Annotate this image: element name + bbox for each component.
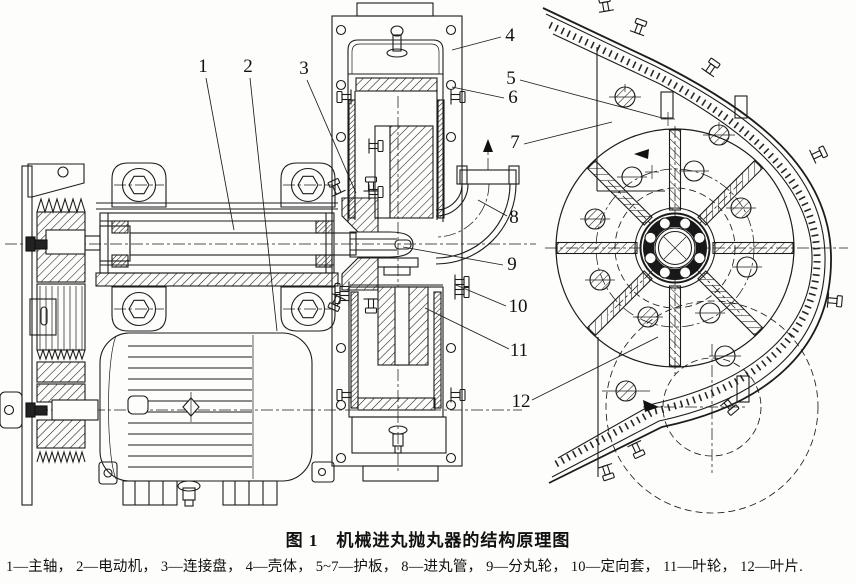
callout-12: 12 [512, 391, 531, 412]
housing-plate [331, 2, 466, 482]
belt-pulley-assembly [0, 163, 131, 506]
electric-motor [98, 332, 335, 507]
motor-fins [128, 345, 252, 468]
callout-1: 1 [198, 56, 208, 77]
legend-item-12: 12—叶片. [740, 559, 803, 575]
callout-2: 2 [243, 56, 253, 77]
callout-3: 3 [299, 58, 309, 79]
bearing-housing [95, 162, 357, 332]
callout-8: 8 [509, 207, 519, 228]
callout-5: 5 [506, 68, 516, 89]
legend-item-11: 11—叶轮， [663, 559, 737, 575]
legend-item-4: 4—壳体， [245, 559, 312, 575]
housing-liner-upper [347, 25, 445, 222]
impeller-wheel [555, 128, 795, 368]
disc-bolt-holes [580, 160, 762, 328]
hub-bearing [634, 207, 716, 289]
callout-11: 11 [510, 340, 528, 361]
impeller-blades [556, 129, 794, 367]
figure-legend: 1—主轴， 2—电动机， 3—连接盘， 4—壳体， 5~7—护板， 8—进丸管，… [6, 555, 854, 576]
legend-item-10: 10—定向套， [570, 559, 660, 575]
callout-leaders [205, 36, 667, 401]
housing-liner-lower [348, 286, 447, 454]
legend-item-8: 8—进丸管， [401, 559, 483, 575]
plate-bolt-hole [602, 380, 650, 402]
callout-9: 9 [507, 254, 517, 275]
callout-6: 6 [508, 87, 518, 108]
legend-item-5-7: 5~7—护板， [315, 559, 398, 575]
callout-labels: 1 2 3 4 5 6 7 8 9 10 11 12 [198, 25, 530, 412]
guard-band [542, 0, 844, 484]
main-shaft [129, 232, 357, 256]
legend-item-1: 1—主轴， [6, 559, 73, 575]
rotation-arrows [634, 149, 659, 412]
legend-item-2: 2—电动机， [76, 559, 158, 575]
v-groove-comb [36, 283, 86, 361]
guard-plates [596, 47, 741, 477]
plate-bolt-hole [609, 84, 641, 108]
legend-item-9: 9—分丸轮， [486, 559, 568, 575]
phantom-circles [605, 300, 819, 514]
callout-10: 10 [509, 296, 528, 317]
shot-feed-pipe [435, 139, 520, 265]
flow-arrow-up [483, 139, 493, 152]
legend-item-3: 3—连接盘， [160, 559, 242, 575]
impeller-hub-section [325, 176, 470, 314]
callout-7: 7 [510, 132, 520, 153]
figure-caption: 图 1 机械进丸抛丸器的结构原理图 [285, 531, 571, 550]
callout-4: 4 [505, 25, 515, 46]
